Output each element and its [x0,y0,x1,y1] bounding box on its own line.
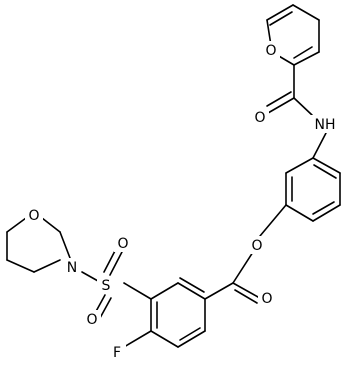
sulfur-label: S [102,278,111,294]
amide-nitrogen-label: NH [315,117,336,133]
morpholine-nitrogen-label: N [67,260,77,276]
fluorine-label: F [113,345,121,361]
atom-labels: O O NH O O S O O N O F [25,41,340,361]
sulfonyl-oxygen-bottom-label: O [86,312,97,328]
ester-carbonyl-oxygen-label: O [261,291,272,307]
amide-carbonyl-oxygen-label: O [254,110,265,126]
morpholine-oxygen-label: O [28,208,39,224]
sulfonyl-oxygen-top-label: O [117,236,128,252]
bond-lines [6,4,341,348]
furan-oxygen-label: O [265,43,276,59]
ester-oxygen-label: O [251,238,262,254]
